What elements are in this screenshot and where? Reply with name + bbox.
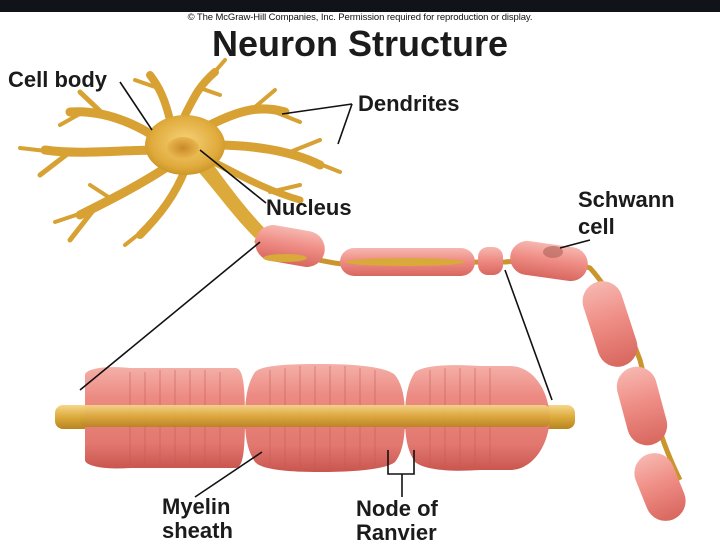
node-of-ranvier-label-line2: Ranvier bbox=[356, 521, 437, 545]
dendrites-label: Dendrites bbox=[358, 92, 459, 116]
schwann-leader bbox=[560, 240, 590, 248]
nucleus-shape bbox=[167, 137, 199, 159]
node-of-ranvier-label-line1: Node of bbox=[356, 497, 438, 521]
schwann-cell-label-line2: cell bbox=[578, 215, 615, 239]
nucleus-label: Nucleus bbox=[266, 196, 352, 220]
myelin-sheath-label-line1: Myelin bbox=[162, 495, 230, 519]
zoom-left-line bbox=[80, 242, 260, 390]
schwann-cell-label-line1: Schwann bbox=[578, 188, 675, 212]
enlarged-myelin-segments bbox=[80, 364, 550, 472]
myelin-sheath-label-line2: sheath bbox=[162, 519, 233, 543]
dendrites-leader-2 bbox=[338, 104, 352, 144]
cell-body-label: Cell body bbox=[8, 68, 107, 92]
dendrites-leader-1 bbox=[282, 104, 352, 114]
